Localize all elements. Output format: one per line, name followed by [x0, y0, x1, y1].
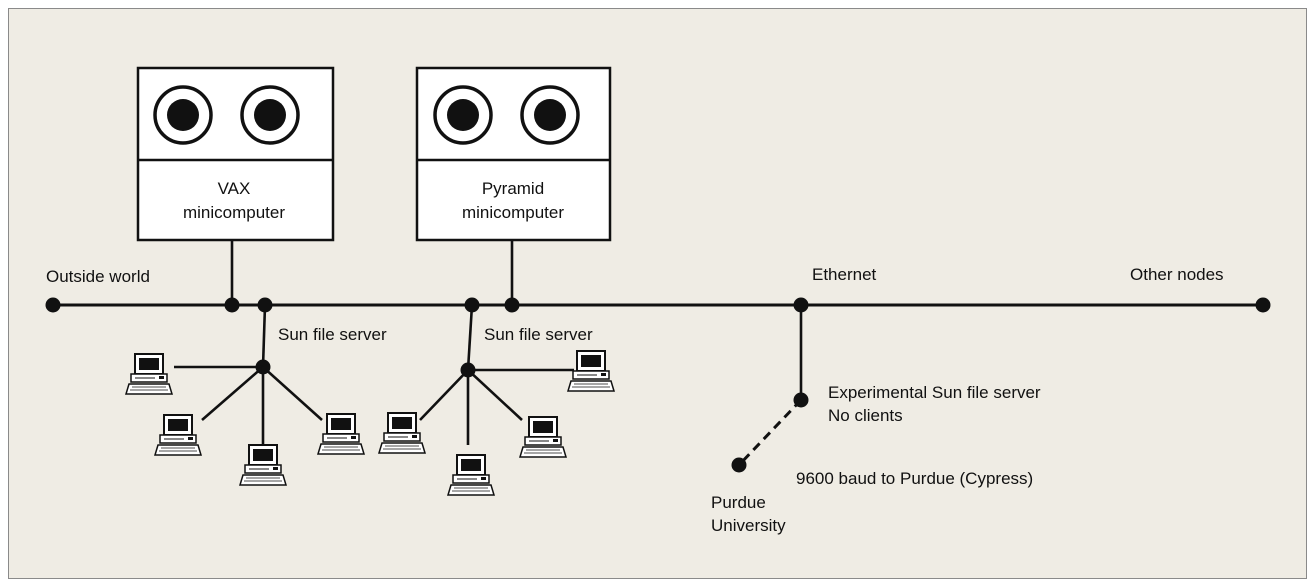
workstation-icon: [239, 444, 287, 486]
workstation-icon: [567, 350, 615, 392]
sun-file-server-2-node: [464, 297, 480, 313]
workstation-icon: [519, 416, 567, 458]
outside-world-node: [45, 297, 61, 313]
ethernet-label: Ethernet: [812, 265, 877, 284]
disk-drive-icon: [153, 85, 213, 145]
experimental-server-label-line2: No clients: [828, 406, 903, 425]
pyramid-label-line2: minicomputer: [462, 203, 564, 222]
sun-file-server-1-node: [257, 297, 273, 313]
workstation-icon: [125, 353, 173, 395]
other-nodes-node: [1255, 297, 1271, 313]
vax-label-line2: minicomputer: [183, 203, 285, 222]
vax-ethernet-node: [224, 297, 240, 313]
pyramid-minicomputer: Pyramid minicomputer: [415, 66, 612, 242]
other-nodes-label: Other nodes: [1130, 265, 1224, 284]
purdue-label-line2: University: [711, 516, 786, 535]
purdue-label-line1: Purdue: [711, 493, 766, 512]
purdue-node: [731, 457, 747, 473]
experimental-server-ethernet-node: [793, 297, 809, 313]
experimental-server-label-line1: Experimental Sun file server: [828, 383, 1041, 402]
disk-drive-icon: [240, 85, 300, 145]
workstation-icon: [317, 413, 365, 455]
sun-file-server-1-label: Sun file server: [278, 325, 387, 344]
vax-label-line1: VAX: [218, 179, 251, 198]
workstation-icon: [447, 454, 495, 496]
vax-minicomputer: VAX minicomputer: [136, 66, 335, 242]
baud-link-label: 9600 baud to Purdue (Cypress): [796, 469, 1033, 488]
pyramid-label-line1: Pyramid: [482, 179, 544, 198]
disk-drive-icon: [433, 85, 493, 145]
pyramid-ethernet-node: [504, 297, 520, 313]
workstation-icon: [378, 412, 426, 454]
outside-world-label: Outside world: [46, 267, 150, 286]
workstation-icon: [154, 414, 202, 456]
baud-link-line: [737, 398, 803, 467]
sun-file-server-2-label: Sun file server: [484, 325, 593, 344]
disk-drive-icon: [520, 85, 580, 145]
